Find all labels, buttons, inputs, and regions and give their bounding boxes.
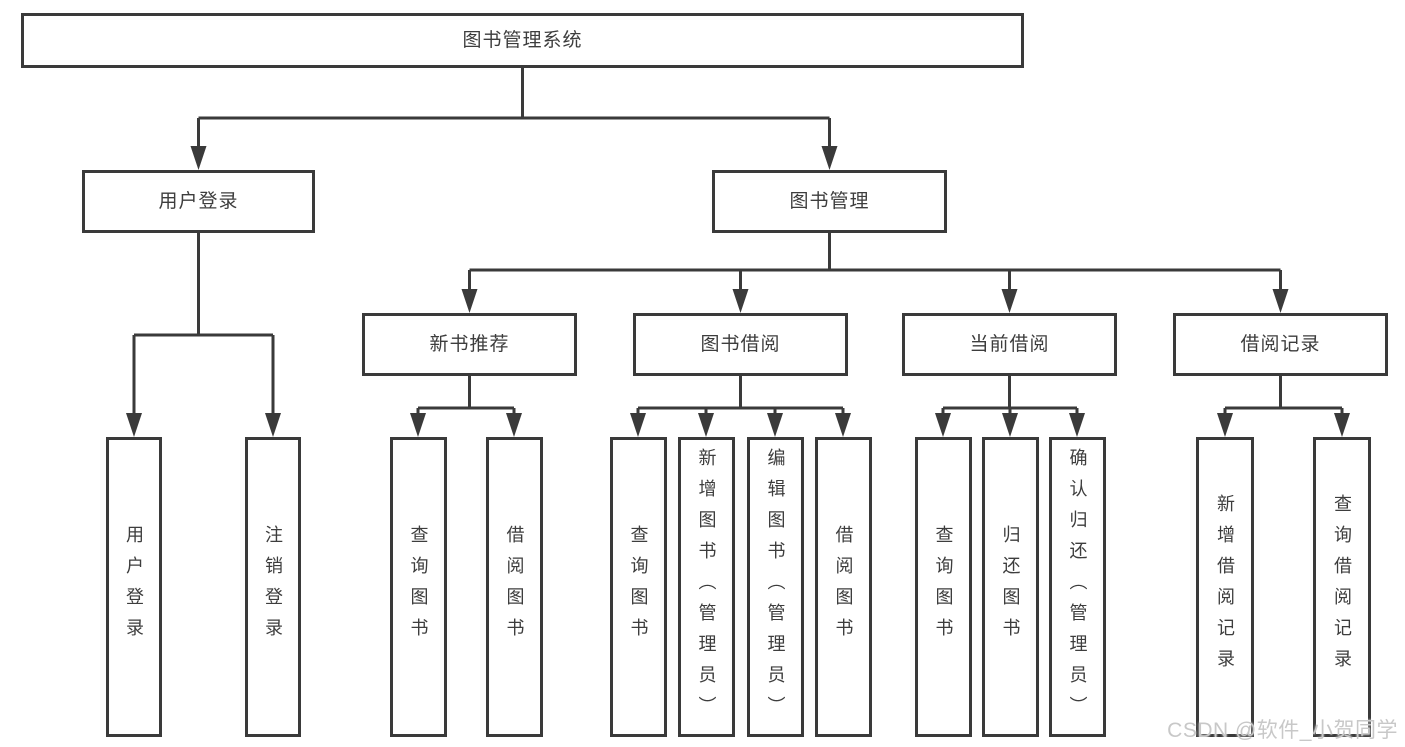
node-current-borrow: 当前借阅 <box>902 313 1117 376</box>
leaf-return-books: 归还图书 <box>982 437 1039 737</box>
leaf-query-borrow-record: 查询借阅记录 <box>1313 437 1371 737</box>
leaf-confirm-return-admin: 确认归还（管理员） <box>1049 437 1106 737</box>
node-borrow-records: 借阅记录 <box>1173 313 1388 376</box>
node-book-borrow: 图书借阅 <box>633 313 848 376</box>
leaf-add-books-admin: 新增图书（管理员） <box>678 437 735 737</box>
leaf-borrow-query-books: 查询图书 <box>610 437 667 737</box>
node-user-login: 用户登录 <box>82 170 315 233</box>
leaf-add-borrow-record: 新增借阅记录 <box>1196 437 1254 737</box>
leaf-current-query-books: 查询图书 <box>915 437 972 737</box>
node-root-system: 图书管理系统 <box>21 13 1024 68</box>
node-book-management: 图书管理 <box>712 170 947 233</box>
leaf-user-login: 用户登录 <box>106 437 162 737</box>
leaf-borrow-borrow-books: 借阅图书 <box>815 437 872 737</box>
node-new-book-recommend: 新书推荐 <box>362 313 577 376</box>
leaf-edit-books-admin: 编辑图书（管理员） <box>747 437 804 737</box>
leaf-logout: 注销登录 <box>245 437 301 737</box>
watermark: CSDN @软件_小贺同学 <box>1167 719 1398 742</box>
leaf-recommend-query-books: 查询图书 <box>390 437 447 737</box>
leaf-recommend-borrow-books: 借阅图书 <box>486 437 543 737</box>
